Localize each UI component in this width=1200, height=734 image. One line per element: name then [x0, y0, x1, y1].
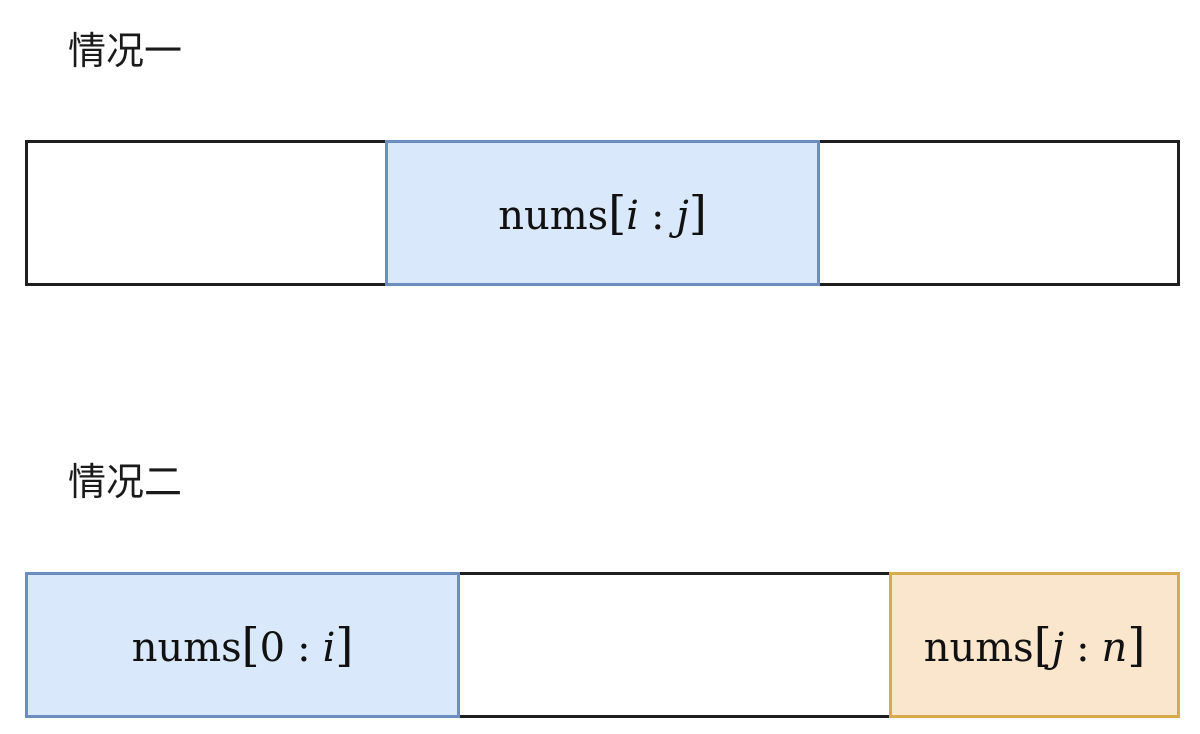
close-bracket: ] [688, 186, 707, 240]
separator: : [297, 625, 311, 671]
case-two-left-label: nums[0:i] [132, 618, 354, 672]
open-bracket: [ [241, 618, 260, 672]
end-index: i [322, 625, 336, 671]
case-two-middle-segment [457, 572, 892, 718]
case-two-right-label: nums[j:n] [924, 618, 1146, 672]
close-bracket: ] [1127, 618, 1146, 672]
case-one-right-segment [817, 140, 1180, 286]
close-bracket: ] [335, 618, 354, 672]
case-two-array-bar: nums[0:i] nums[j:n] [25, 572, 1180, 718]
separator: : [650, 193, 665, 239]
case-one-middle-segment: nums[i:j] [385, 140, 820, 286]
case-one-left-segment [25, 140, 388, 286]
case-two-title: 情况二 [68, 460, 183, 504]
end-index: j [676, 193, 689, 239]
end-index: n [1101, 625, 1128, 671]
start-index: i [626, 193, 639, 239]
case-one-title: 情况一 [68, 29, 183, 73]
func-name: nums [131, 625, 242, 671]
func-name: nums [923, 625, 1034, 671]
case-one-array-bar: nums[i:j] [25, 140, 1180, 286]
start-index: 0 [259, 625, 286, 671]
open-bracket: [ [1033, 618, 1052, 672]
start-index: j [1051, 625, 1065, 671]
case-two-right-segment: nums[j:n] [889, 572, 1180, 718]
func-name: nums [498, 193, 609, 239]
open-bracket: [ [608, 186, 627, 240]
case-one-middle-label: nums[i:j] [498, 186, 707, 240]
separator: : [1076, 625, 1090, 671]
case-two-left-segment: nums[0:i] [25, 572, 460, 718]
